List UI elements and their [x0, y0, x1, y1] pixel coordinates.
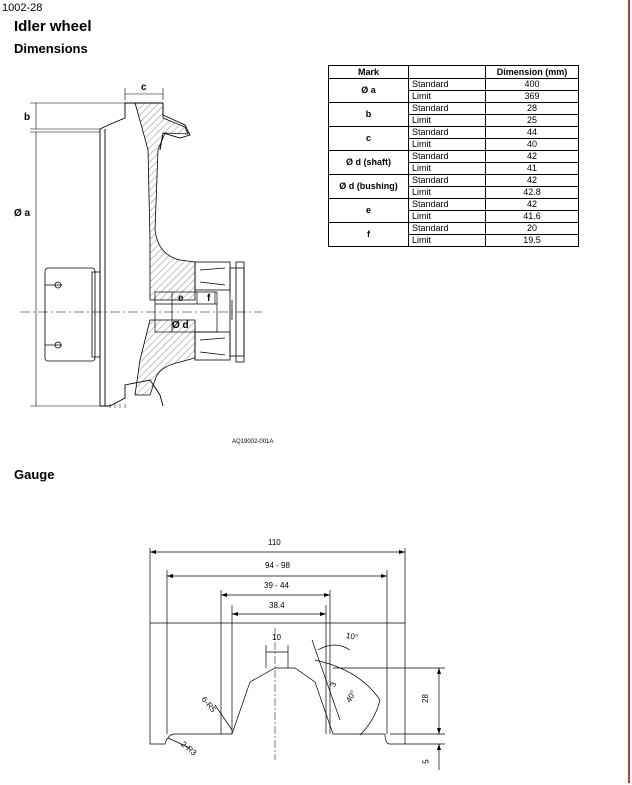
figure-reference: AQ19002-001A	[232, 439, 274, 445]
gauge-dim-110: 110	[268, 538, 281, 547]
section-heading-dimensions: Dimensions	[14, 41, 88, 56]
table-header-row: Mark Dimension (mm)	[328, 65, 579, 79]
label-e: e	[178, 293, 184, 304]
mark-cell: Ø a	[328, 78, 409, 103]
mark-cell: e	[328, 198, 409, 223]
label-c: c	[141, 82, 147, 93]
limit-label-cell: Limit	[408, 234, 486, 247]
gauge-dim-38-4: 38.4	[269, 601, 285, 610]
mark-cell: Ø d (shaft)	[328, 150, 409, 175]
mark-cell: b	[328, 102, 409, 127]
label-f: f	[207, 293, 211, 304]
gauge-dim-39-44: 39 - 44	[264, 581, 289, 590]
label-d: Ø d	[172, 320, 189, 331]
gauge-dim-28: 28	[420, 694, 430, 703]
gauge-dim-5: 5	[421, 759, 431, 764]
limit-value-cell: 19.5	[485, 234, 579, 247]
gauge-dim-94-98: 94 - 98	[265, 561, 290, 570]
label-b: b	[24, 112, 31, 123]
section-heading-gauge: Gauge	[14, 467, 55, 482]
page-title: Idler wheel	[14, 18, 92, 35]
label-a: Ø a	[14, 208, 31, 219]
gauge-angle-10: 10°	[345, 631, 359, 642]
page-number: 1002-28	[2, 2, 43, 14]
mark-cell: f	[328, 222, 409, 247]
gauge-dim-10: 10	[272, 633, 281, 642]
